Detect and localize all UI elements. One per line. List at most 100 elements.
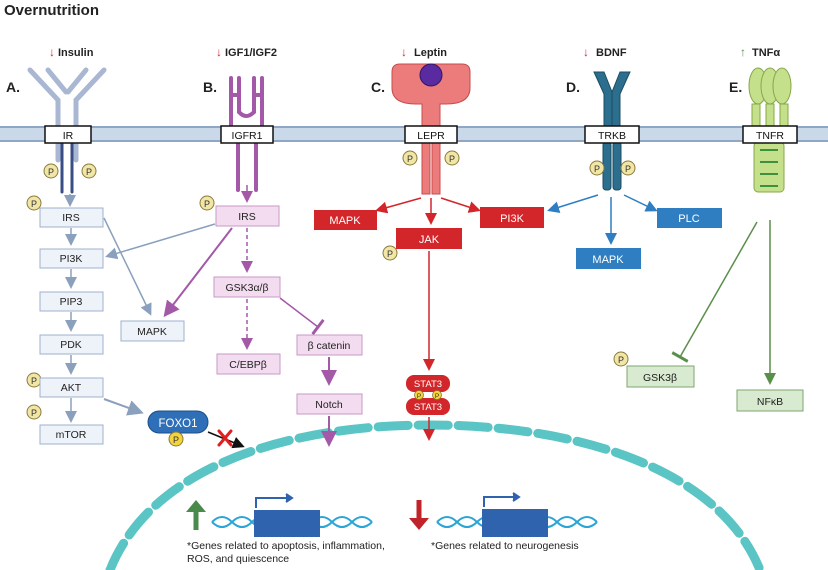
svg-text:P: P xyxy=(31,376,37,386)
pi3k-label: PI3K xyxy=(60,253,83,265)
pip3-label: PIP3 xyxy=(60,296,83,308)
gsk3-label: GSK3α/β xyxy=(225,282,268,294)
tnfr-label: TNFR xyxy=(756,130,784,142)
ir-label: IR xyxy=(63,130,74,142)
cebp-label: C/EBPβ xyxy=(229,359,267,371)
phospho-badge: P xyxy=(26,404,42,420)
tnfr-box xyxy=(742,125,798,144)
phospho-badge: P xyxy=(81,163,97,179)
irs-label-b: IRS xyxy=(238,211,256,223)
stat3-top-label: STAT3 xyxy=(414,379,442,390)
stat3-bottom-label: STAT3 xyxy=(414,402,442,413)
akt-box xyxy=(39,377,104,398)
ir-box xyxy=(44,125,92,144)
svg-text:P: P xyxy=(387,249,393,259)
promoter-arrow-icon xyxy=(255,493,294,508)
mtor-label: mTOR xyxy=(56,429,87,441)
panel-a-letter: A. xyxy=(6,79,20,95)
up-arrow-icon xyxy=(186,500,206,530)
svg-text:P: P xyxy=(625,164,631,174)
panel-e: E. ↑ TNFα TNFR P GSK3β xyxy=(613,45,804,412)
akt-label: AKT xyxy=(61,382,82,394)
plc-box xyxy=(657,208,722,228)
jak-box xyxy=(396,228,462,249)
phospho-badge: P xyxy=(168,431,184,447)
tnf-label: TNFα xyxy=(752,47,780,59)
pi3k-box-c xyxy=(480,207,544,228)
beta-catenin-box xyxy=(296,334,363,356)
mapk-box-c xyxy=(314,210,377,230)
panel-e-letter: E. xyxy=(729,79,742,95)
phospho-badge: P xyxy=(444,150,460,166)
diagram-title: Overnutrition xyxy=(4,2,99,19)
gene-block-icon xyxy=(254,510,320,537)
plc-label: PLC xyxy=(678,213,699,225)
down-genes-note: *Genes related to neurogenesis xyxy=(431,540,579,552)
ir-receptor-icon xyxy=(27,67,107,194)
panel-c-down-arrow: ↓ xyxy=(401,45,407,59)
trkb-box xyxy=(584,125,640,144)
lepr-label: LEPR xyxy=(417,130,445,142)
svg-text:P: P xyxy=(48,167,54,177)
lepr-box xyxy=(404,125,458,144)
svg-text:P: P xyxy=(594,164,600,174)
notch-box xyxy=(296,393,363,415)
panel-b-letter: B. xyxy=(203,79,217,95)
promoter-arrow-icon xyxy=(483,492,521,507)
up-genes-note-line2: ROS, and quiescence xyxy=(187,553,289,565)
gsk3b-label: GSK3β xyxy=(643,372,677,384)
igf-label: IGF1/IGF2 xyxy=(225,47,277,59)
foxo1-label: FOXO1 xyxy=(159,418,198,430)
svg-text:P: P xyxy=(407,154,413,164)
gsk3-box xyxy=(213,276,281,298)
phospho-badge: P xyxy=(613,351,629,367)
igfr1-receptor-icon xyxy=(229,76,264,192)
lepr-receptor-icon xyxy=(391,63,471,195)
svg-text:P: P xyxy=(449,154,455,164)
panel-a: A. ↓ Insulin IR P P P xyxy=(6,45,245,449)
up-genes-note-line1: *Genes related to apoptosis, inflammatio… xyxy=(187,540,385,552)
phospho-badge: P xyxy=(26,372,42,388)
panel-d-down-arrow: ↓ xyxy=(583,45,589,59)
beta-catenin-label: β catenin xyxy=(308,340,351,352)
phospho-badge: P xyxy=(620,160,636,176)
blocked-x-icon xyxy=(217,429,233,447)
svg-text:P: P xyxy=(31,408,37,418)
nucleus-envelope xyxy=(105,420,765,570)
irs-label: IRS xyxy=(62,212,80,224)
mtor-box xyxy=(39,424,104,445)
svg-text:P: P xyxy=(435,393,439,400)
panel-c: C. ↓ Leptin LEPR P P MAPK PI3K JAK xyxy=(314,45,544,441)
irs-box xyxy=(39,207,104,228)
pip3-box xyxy=(39,291,104,312)
insulin-label: Insulin xyxy=(58,47,94,59)
irs-box-b xyxy=(215,205,280,227)
gene-block-icon xyxy=(482,509,548,537)
trkb-label: TRKB xyxy=(598,130,626,142)
igfr1-box xyxy=(220,125,274,144)
svg-text:P: P xyxy=(204,199,210,209)
gsk3b-box xyxy=(626,365,695,388)
phospho-badge: P xyxy=(199,195,215,211)
svg-text:P: P xyxy=(31,199,37,209)
pdk-box xyxy=(39,334,104,355)
phospho-badge: P xyxy=(402,150,418,166)
panel-b-down-arrow: ↓ xyxy=(216,45,222,59)
jak-label: JAK xyxy=(419,234,440,246)
bdnf-label: BDNF xyxy=(596,47,627,59)
pi3k-box xyxy=(39,248,104,269)
panel-b: B. ↓ IGF1/IGF2 IGFR1 P IRS GSK3α/β C/EBP… xyxy=(105,45,363,447)
phospho-badge: P xyxy=(43,163,59,179)
mapk-label-c: MAPK xyxy=(329,215,361,227)
stat3-dimer: STAT3 STAT3 P P xyxy=(406,375,450,415)
nucleus-contents: *Genes related to apoptosis, inflammatio… xyxy=(186,492,598,565)
phospho-badge: P xyxy=(382,245,398,261)
phospho-badge: P xyxy=(26,195,42,211)
panel-a-down-arrow: ↓ xyxy=(49,45,55,59)
igfr1-label: IGFR1 xyxy=(232,130,263,142)
panel-d-letter: D. xyxy=(566,79,580,95)
panel-c-letter: C. xyxy=(371,79,385,95)
notch-label: Notch xyxy=(315,399,343,411)
svg-text:P: P xyxy=(173,435,179,445)
